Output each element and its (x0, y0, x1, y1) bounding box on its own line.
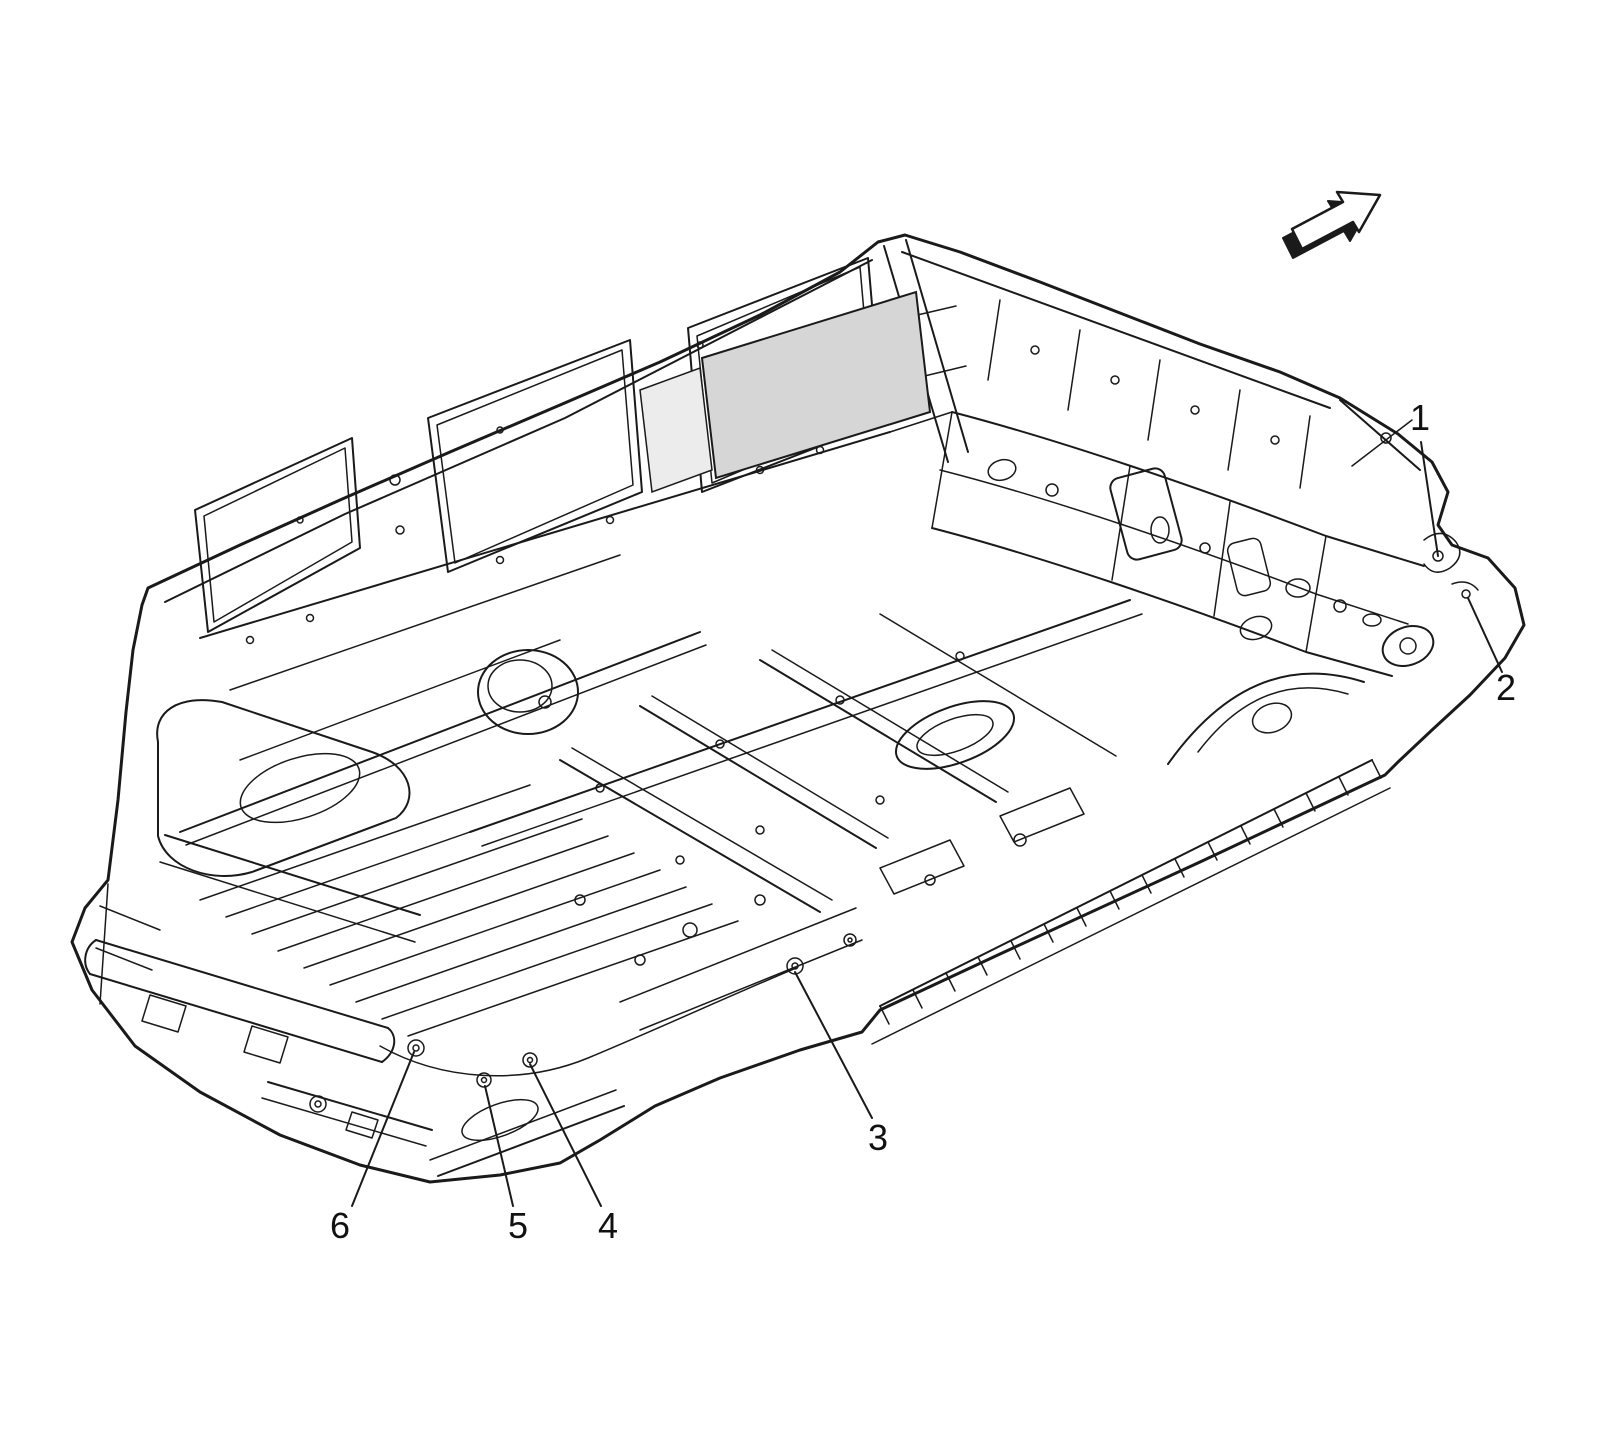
callout-2-leader (1467, 597, 1503, 673)
dash-cowl (931, 411, 1435, 677)
vehicle-body-line-art (70, 233, 1526, 1184)
callout-1-label: 1 (1410, 397, 1430, 438)
callout-3-label: 3 (868, 1117, 888, 1158)
callout-5-leader (484, 1085, 514, 1207)
callout-4-leader (529, 1063, 602, 1207)
floor-pan (199, 599, 1143, 1037)
callout-labels: 1 2 3 4 5 6 (330, 397, 1516, 1246)
callout-2-label: 2 (1496, 667, 1516, 708)
left-bodyside-lower (156, 554, 707, 943)
callout-1-leader (1420, 441, 1439, 557)
right-bodyside-inner (987, 299, 1311, 489)
front-wheelhouse (1167, 672, 1365, 765)
callout-4-label: 4 (598, 1205, 618, 1246)
cargo-panels (639, 290, 932, 494)
callout-3-leader (794, 971, 873, 1119)
right-rocker (871, 759, 1391, 1045)
body-silhouette (70, 233, 1526, 1184)
rear-bumper-underbody (84, 883, 804, 1177)
callout-6-label: 6 (330, 1205, 350, 1246)
front-direction-arrow-icon (1282, 190, 1382, 259)
callout-6-leader (351, 1051, 415, 1207)
callout-leader-lines (351, 441, 1503, 1207)
callout-5-label: 5 (508, 1205, 528, 1246)
